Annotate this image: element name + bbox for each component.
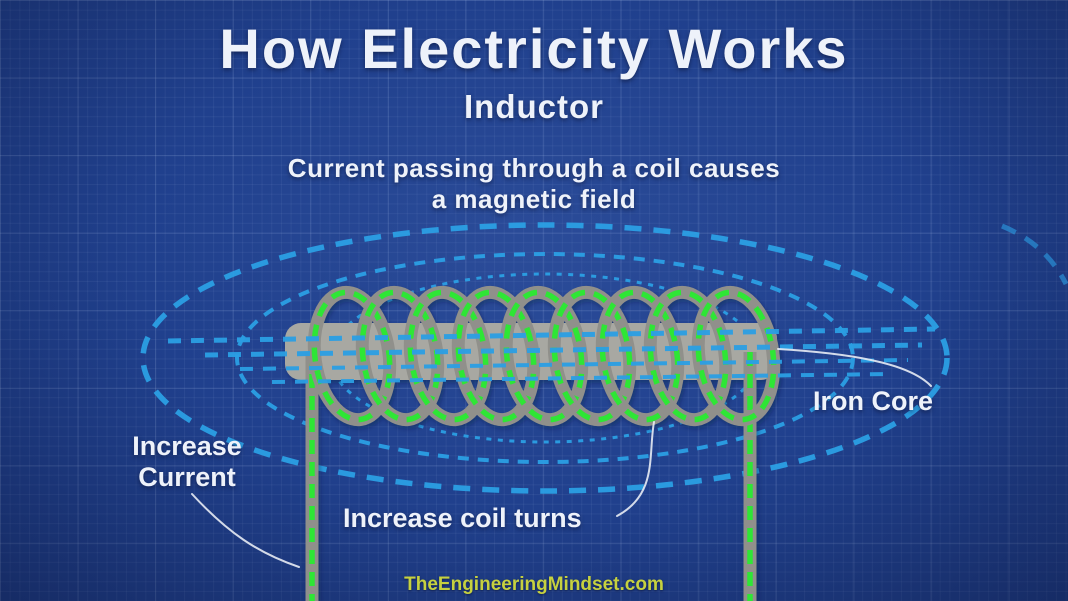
increase-current-label: Increase Current — [107, 431, 267, 493]
increase-coil-turns-leader-line — [616, 421, 655, 517]
caption-line-1: Current passing through a coil causes — [287, 153, 781, 183]
coil-current-8 — [647, 289, 729, 423]
magnetic-field-line-partial — [1001, 223, 1068, 286]
core-field-line-2 — [204, 342, 923, 358]
watermark-text: TheEngineeringMindset.com — [404, 574, 664, 595]
core-field-line-1 — [167, 326, 936, 344]
increase-current-leader-line — [191, 493, 300, 568]
core-field-line-4 — [271, 372, 893, 384]
core-field-line-3 — [239, 358, 909, 371]
coil-current-1 — [311, 289, 393, 423]
page-title: How Electricity Works — [219, 17, 849, 80]
caption-text: Current passing through a coil causes a … — [0, 153, 1068, 215]
magnetic-field-line-2 — [235, 252, 855, 464]
increase-current-label-line-2: Current — [138, 462, 236, 492]
page-subtitle: Inductor — [464, 88, 604, 125]
iron-core-label: Iron Core — [812, 386, 933, 416]
caption-line-2: a magnetic field — [431, 184, 637, 214]
increase-coil-turns-label: Increase coil turns — [343, 503, 582, 533]
magnetic-field-line-1 — [140, 222, 950, 494]
iron-core-leader-line — [777, 348, 932, 387]
coil-current-9 — [695, 289, 777, 423]
increase-current-label-line-1: Increase — [132, 431, 242, 461]
